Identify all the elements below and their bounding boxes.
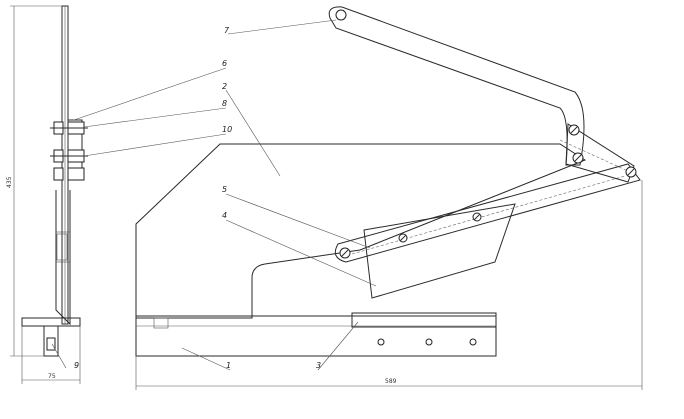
connecting-link bbox=[565, 123, 635, 183]
arm-hidden-edge-2 bbox=[559, 139, 631, 173]
side-screw-9 bbox=[46, 337, 56, 351]
pin-handle-end bbox=[335, 9, 347, 21]
labels: 7 6 2 8 10 5 4 1 3 9 bbox=[74, 26, 321, 370]
pin-slot-3 bbox=[627, 168, 635, 176]
side-nut-bottom-right bbox=[67, 167, 85, 181]
pin-slot-5 bbox=[399, 234, 407, 242]
leader-1 bbox=[181, 347, 231, 371]
screw-insert bbox=[153, 317, 169, 329]
dim-side-height: 435 bbox=[6, 176, 13, 188]
leader-7 bbox=[227, 19, 337, 35]
side-view bbox=[10, 5, 88, 384]
dim-side-width: 75 bbox=[48, 373, 56, 380]
label-3: 3 bbox=[316, 361, 321, 370]
label-4: 4 bbox=[222, 211, 227, 220]
arm-hidden-edge bbox=[351, 175, 626, 255]
leader-6 bbox=[73, 67, 227, 121]
side-nut-bottom-left bbox=[53, 167, 64, 181]
leader-5 bbox=[225, 193, 371, 249]
pin-slot-2 bbox=[574, 154, 582, 162]
main-body-outline bbox=[135, 143, 587, 319]
lower-knife-bar bbox=[351, 312, 497, 328]
leader-4 bbox=[225, 219, 377, 287]
side-base-foot bbox=[21, 317, 81, 327]
label-6: 6 bbox=[222, 59, 227, 68]
base-hole-3 bbox=[469, 338, 477, 346]
leader-10 bbox=[83, 133, 227, 157]
front-view bbox=[135, 6, 643, 390]
handle-lever bbox=[328, 6, 585, 166]
knife-holder-arm bbox=[334, 163, 641, 263]
dim-main-width: 589 bbox=[385, 378, 397, 385]
label-9: 9 bbox=[74, 361, 79, 370]
label-5: 5 bbox=[222, 185, 227, 194]
upper-knife bbox=[363, 203, 516, 299]
label-2: 2 bbox=[222, 82, 227, 91]
side-body-outline bbox=[55, 190, 71, 326]
leader-2 bbox=[225, 89, 281, 177]
leader-9 bbox=[51, 343, 67, 369]
base-plate bbox=[135, 315, 497, 357]
side-base-block bbox=[43, 325, 59, 357]
pin-slot-1 bbox=[570, 126, 578, 134]
label-7: 7 bbox=[224, 26, 230, 35]
leader-8 bbox=[83, 107, 227, 128]
label-1: 1 bbox=[226, 361, 231, 370]
dimension-text: 589 75 435 bbox=[6, 176, 397, 385]
label-10: 10 bbox=[222, 125, 232, 134]
base-hole-1 bbox=[377, 338, 385, 346]
leader-lines bbox=[51, 19, 377, 371]
label-8: 8 bbox=[222, 99, 227, 108]
base-hole-2 bbox=[425, 338, 433, 346]
pin-slot-6 bbox=[473, 213, 481, 221]
pin-slot-4 bbox=[341, 249, 349, 257]
leader-3 bbox=[317, 321, 359, 371]
side-insert bbox=[56, 233, 68, 261]
